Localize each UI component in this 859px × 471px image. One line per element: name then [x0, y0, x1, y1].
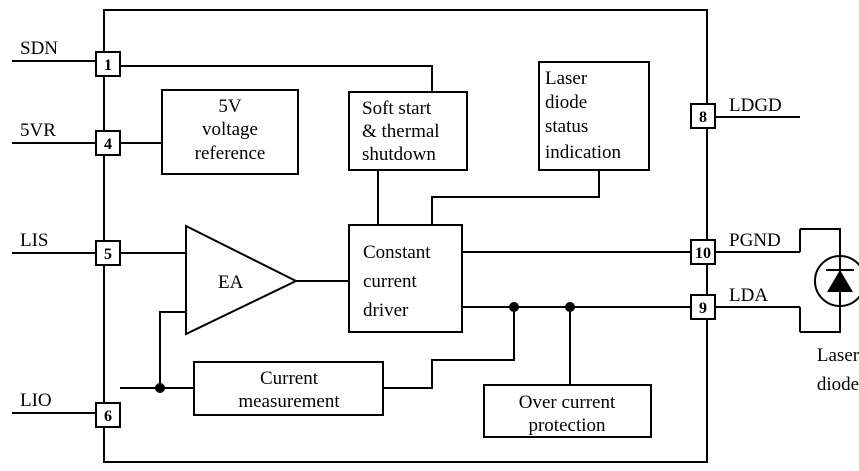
- block-line: protection: [528, 415, 606, 436]
- block-line: Laser: [545, 68, 588, 89]
- pin-number: 1: [104, 57, 112, 74]
- block-current-driver: Constant current driver: [348, 224, 463, 333]
- block-line: 5V: [218, 96, 242, 117]
- pin-label-5vr: 5VR: [20, 120, 56, 141]
- block-status-indication: Laser diode status indication: [538, 61, 650, 171]
- pin-number: 6: [104, 408, 112, 425]
- pin-label-ldgd: LDGD: [729, 95, 782, 116]
- junction-dot: [509, 302, 519, 312]
- block-soft-start: Soft start & thermal shutdown: [348, 91, 468, 171]
- pin-8: 8: [690, 103, 716, 129]
- block-line: Constant: [363, 242, 431, 263]
- block-line: current: [363, 271, 418, 292]
- pin-number: 4: [104, 136, 112, 153]
- block-line: reference: [195, 143, 266, 164]
- pin-9: 9: [690, 294, 716, 320]
- laser-diode-icon: [814, 255, 859, 307]
- pin-1: 1: [95, 51, 121, 77]
- pin-number: 9: [699, 300, 707, 317]
- pin-number: 5: [104, 246, 112, 263]
- block-line: & thermal: [362, 121, 440, 142]
- laser-diode-label: diode: [817, 374, 859, 395]
- pin-number: 10: [695, 245, 711, 262]
- block-line: shutdown: [362, 144, 436, 165]
- block-line: driver: [363, 300, 409, 321]
- pin-6: 6: [95, 402, 121, 428]
- block-line: measurement: [238, 391, 340, 412]
- block-line: voltage: [202, 119, 258, 140]
- block-line: status: [545, 116, 588, 137]
- block-current-measurement: Current measurement: [193, 361, 384, 416]
- block-line: indication: [545, 142, 621, 163]
- wires: [12, 60, 841, 414]
- pin-label-lda: LDA: [729, 285, 768, 306]
- block-voltage-reference: 5V voltage reference: [161, 89, 299, 175]
- block-line: diode: [545, 92, 587, 113]
- block-line: Over current: [519, 392, 616, 413]
- pin-label-lis: LIS: [20, 230, 49, 251]
- pin-4: 4: [95, 130, 121, 156]
- pin-label-sdn: SDN: [20, 38, 58, 59]
- pin-label-pgnd: PGND: [729, 230, 781, 251]
- block-line: EA: [218, 272, 244, 293]
- junction-dot: [155, 383, 165, 393]
- laser-diode-label: Laser: [817, 345, 859, 366]
- junction-dot: [565, 302, 575, 312]
- pin-number: 8: [699, 109, 707, 126]
- pin-label-lio: LIO: [20, 390, 52, 411]
- chip-outline: [103, 9, 708, 463]
- pin-10: 10: [690, 239, 716, 265]
- block-error-amplifier: EA: [185, 224, 299, 336]
- block-line: Current: [260, 368, 319, 389]
- pin-5: 5: [95, 240, 121, 266]
- block-over-current-protection: Over current protection: [483, 384, 652, 438]
- block-line: Soft start: [362, 98, 432, 119]
